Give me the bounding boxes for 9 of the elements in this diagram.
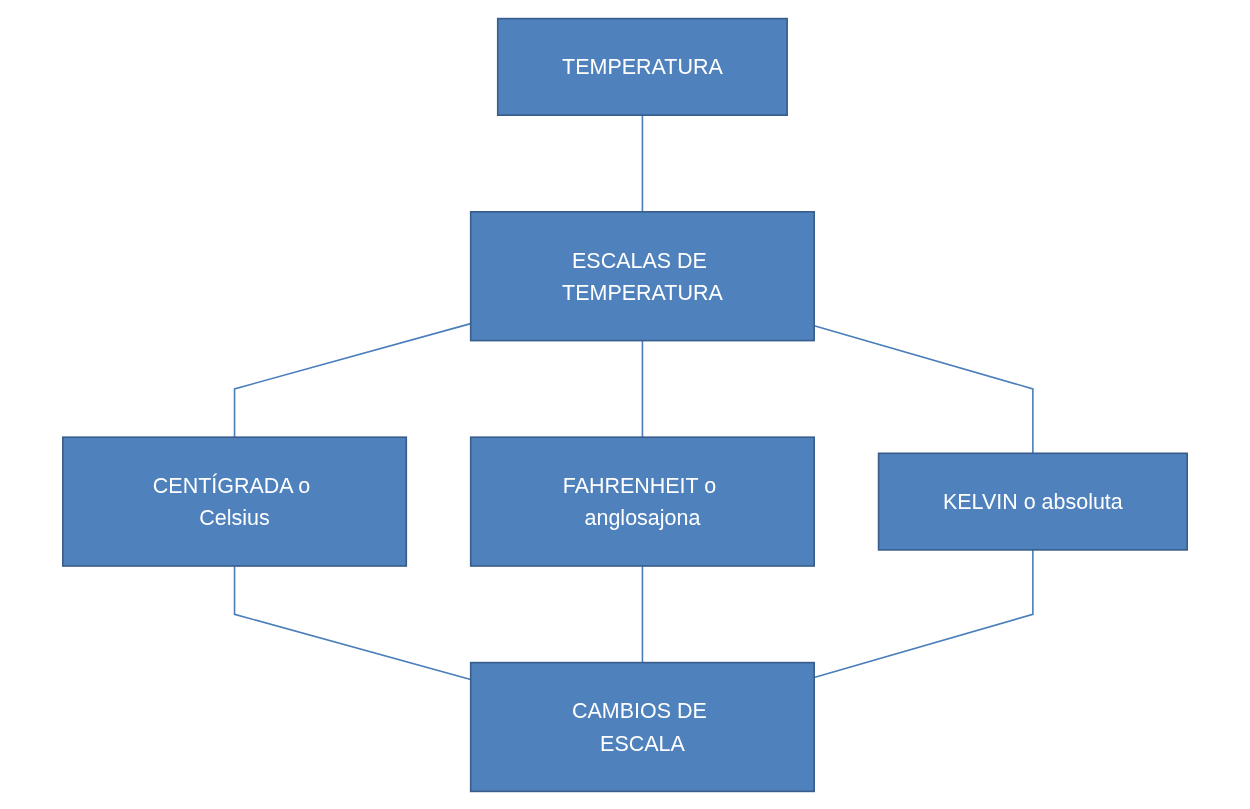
connector (641, 339, 644, 438)
node-box: FAHRENHEIT o anglosajona (469, 435, 815, 567)
node-box: CAMBIOS DE ESCALA (469, 661, 815, 792)
node-box: KELVIN o absoluta (877, 452, 1188, 551)
node-box: CENTÍGRADA o Celsius (62, 435, 408, 567)
node-box: ESCALAS DE TEMPERATURA (469, 210, 815, 341)
connector (641, 564, 644, 663)
connector (641, 113, 644, 213)
node-box: TEMPERATURA (496, 17, 788, 116)
